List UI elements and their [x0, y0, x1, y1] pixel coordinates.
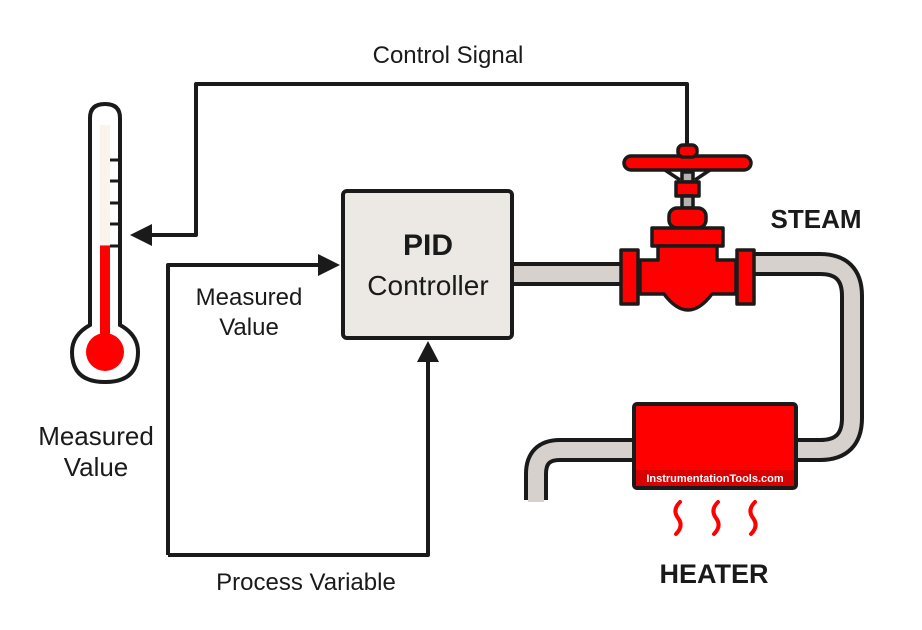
heat-wave-icon [711, 500, 721, 536]
measured-value-inner-label-2: Value [219, 314, 279, 341]
measured-value-line [166, 263, 322, 555]
measured-value-inner-label-1: Measured [196, 284, 303, 311]
pid-subtitle: Controller [367, 270, 488, 301]
heat-wave-icon [748, 500, 758, 536]
arrow-to-thermometer-icon [130, 224, 152, 246]
steam-pipe [510, 252, 864, 502]
thermometer-fill [100, 245, 110, 344]
heater-box [632, 402, 798, 490]
heater-label: HEATER [659, 559, 768, 589]
watermark-text: InstrumentationTools.com [646, 473, 784, 485]
arrow-into-pid-left-icon [318, 254, 340, 276]
watermark-band [636, 470, 794, 486]
pid-title: PID [403, 229, 453, 262]
measured-value-outer-label-1: Measured [38, 421, 154, 451]
process-variable-label: Process Variable [216, 569, 396, 596]
control-signal-line [150, 82, 689, 237]
steam-label: STEAM [771, 204, 862, 234]
thermometer-icon [69, 101, 141, 385]
heat-wave-icon [673, 500, 683, 536]
heat-waves [673, 500, 758, 536]
measured-value-outer-label-2: Value [64, 452, 129, 482]
pid-controller-box [341, 189, 514, 340]
globe-valve-icon [619, 143, 756, 312]
arrow-into-pid-bottom-icon [417, 341, 439, 362]
control-signal-label: Control Signal [373, 42, 524, 69]
process-variable-line [168, 360, 430, 557]
